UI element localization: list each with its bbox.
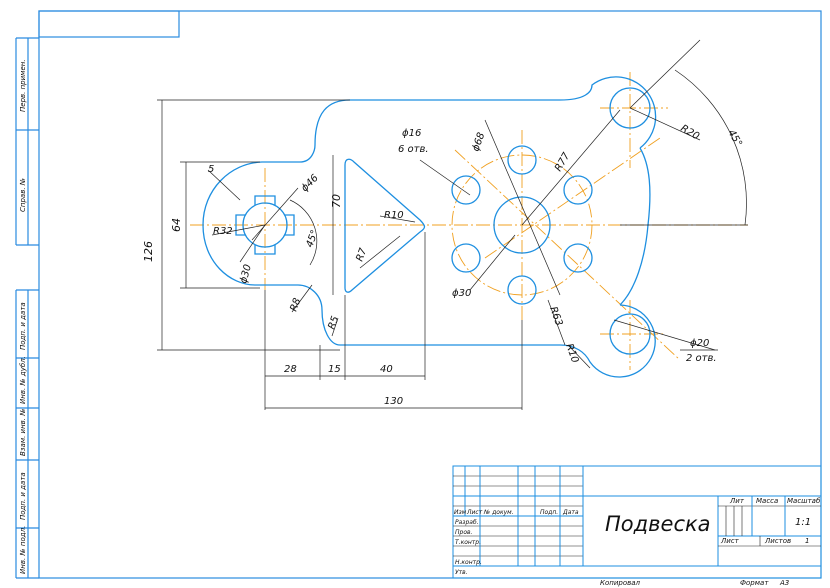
dim-15: 15 bbox=[328, 364, 341, 375]
dim-r5: R5 bbox=[326, 315, 341, 331]
side-strip: Перв. примен. Справ. № Подп. и дата Инв.… bbox=[15, 37, 39, 579]
dimension-lines bbox=[157, 39, 748, 410]
sheets-label: Листов bbox=[764, 537, 791, 545]
dim-d20: ϕ20 bbox=[690, 338, 709, 349]
dim-r20: R20 bbox=[679, 123, 702, 142]
dim-64: 64 bbox=[170, 218, 183, 232]
dim-126: 126 bbox=[142, 241, 155, 262]
dimension-texts: 126 64 70 R32 5 ϕ46 ϕ30 45° R8 R5 R7 R10… bbox=[142, 123, 744, 407]
dim-d30-small: ϕ30 bbox=[238, 263, 254, 285]
dim-d20-note: 2 отв. bbox=[686, 353, 717, 364]
copied-label: Копировал bbox=[600, 579, 641, 587]
format-label: Формат bbox=[740, 579, 769, 587]
dim-d46: ϕ46 bbox=[299, 173, 320, 194]
col-label: Изм bbox=[454, 509, 467, 516]
dim-40: 40 bbox=[380, 364, 393, 375]
side-label: Взам. инв. № bbox=[19, 408, 27, 456]
role-label: Пров. bbox=[455, 529, 473, 536]
dim-d16: ϕ16 bbox=[402, 128, 421, 139]
center-lines bbox=[190, 72, 748, 370]
dim-d68: ϕ68 bbox=[470, 131, 487, 153]
lit-label: Лит bbox=[729, 497, 745, 505]
sheets-value: 1 bbox=[805, 537, 809, 545]
dim-45-left: 45° bbox=[304, 229, 320, 249]
sheet-frame bbox=[38, 10, 822, 579]
role-label: Н.контр. bbox=[455, 559, 482, 566]
col-label: № докум. bbox=[483, 509, 514, 516]
col-label: Дата bbox=[562, 509, 579, 516]
format-value: A3 bbox=[779, 579, 789, 587]
col-label: Лист bbox=[466, 509, 483, 516]
dim-28: 28 bbox=[284, 364, 297, 375]
dim-130: 130 bbox=[384, 396, 403, 407]
title-block: Подвеска Лит Масса Масштаб 1:1 Лист Лист… bbox=[452, 465, 822, 587]
dim-r32: R32 bbox=[213, 226, 233, 237]
top-left-box bbox=[38, 10, 180, 38]
sheet-label: Лист bbox=[720, 537, 740, 545]
dim-r63: R63 bbox=[547, 305, 564, 327]
mass-label: Масса bbox=[756, 497, 778, 505]
role-label: Утв. bbox=[455, 569, 468, 576]
dim-45: 45° bbox=[725, 128, 743, 149]
role-label: Разраб. bbox=[455, 519, 479, 526]
dim-5: 5 bbox=[208, 164, 214, 175]
dim-d30: ϕ30 bbox=[452, 288, 471, 299]
scale-label: Масштаб bbox=[787, 497, 821, 505]
dim-70: 70 bbox=[330, 194, 343, 208]
side-label: Подп. и дата bbox=[19, 302, 27, 350]
side-label: Перв. примен. bbox=[19, 59, 27, 112]
side-label: Инв. № дубл. bbox=[19, 356, 27, 404]
dim-r7: R7 bbox=[354, 246, 369, 263]
dim-r10: R10 bbox=[384, 210, 404, 221]
scale-value: 1:1 bbox=[795, 517, 811, 528]
part-outline bbox=[202, 76, 657, 378]
dim-d16-note: 6 отв. bbox=[398, 144, 429, 155]
col-label: Подп. bbox=[540, 509, 558, 516]
side-label: Подп. и дата bbox=[19, 472, 27, 520]
dim-r8: R8 bbox=[288, 297, 303, 313]
dim-r77: R77 bbox=[553, 150, 573, 173]
drawing-title: Подвеска bbox=[605, 512, 711, 536]
side-label: Инв. № подл. bbox=[19, 526, 27, 574]
role-label: Т.контр. bbox=[455, 539, 481, 546]
side-label: Справ. № bbox=[19, 178, 27, 212]
dim-r10b: R10 bbox=[563, 342, 580, 364]
